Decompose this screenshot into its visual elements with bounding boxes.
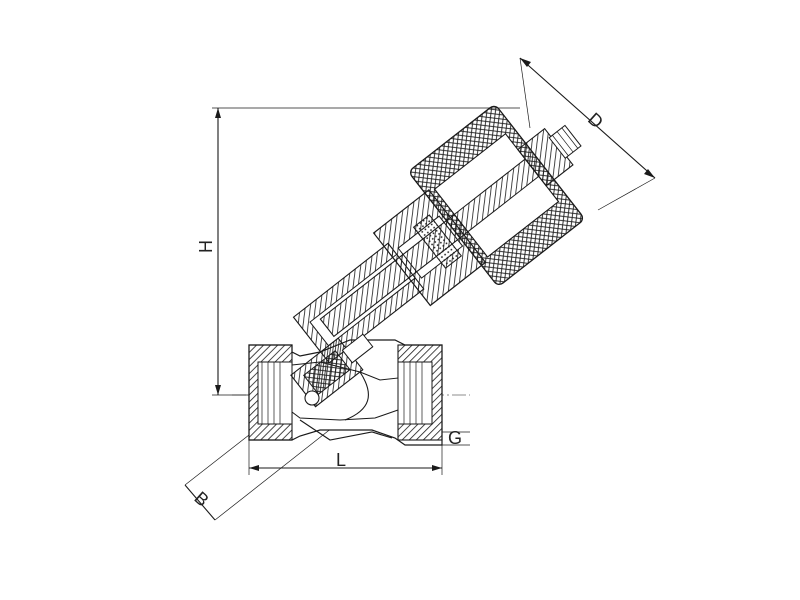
- seat-ring: [304, 390, 320, 406]
- valve-body: [248, 339, 443, 446]
- label-bore: B: [190, 488, 212, 511]
- packing: [412, 214, 463, 269]
- dimension-height: H: [196, 107, 520, 396]
- label-length: L: [336, 450, 346, 470]
- label-thread: G: [448, 428, 462, 448]
- bonnet-assembly: [292, 105, 584, 364]
- label-diameter: D: [584, 109, 607, 133]
- valve-disc: [290, 333, 374, 408]
- label-height: H: [196, 240, 216, 253]
